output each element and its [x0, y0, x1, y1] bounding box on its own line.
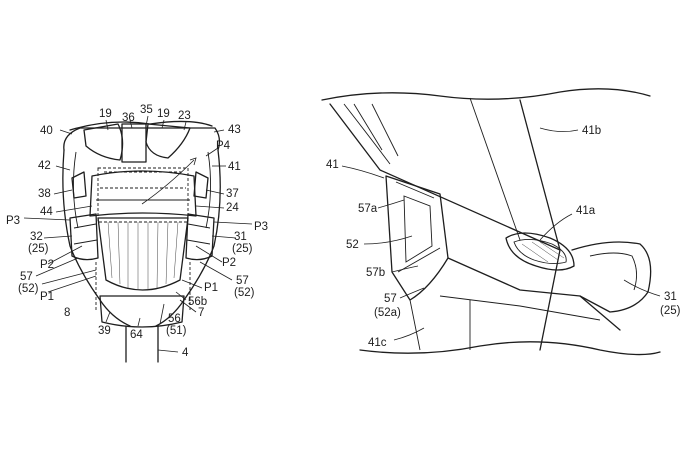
side-view-figure: [321, 88, 661, 356]
label-52a: (52a): [374, 307, 401, 319]
label-19b: 19: [157, 108, 170, 120]
cowl-ridge-1: [353, 103, 399, 157]
lower-cowl: [99, 295, 185, 328]
label-41c: 41c: [368, 337, 387, 349]
label-52-left: (52): [18, 283, 39, 295]
front-fork-stem: [125, 325, 159, 363]
label-56: 56: [168, 313, 181, 325]
label-24: 24: [226, 202, 239, 214]
winglet-right-31: [185, 213, 215, 261]
label-42: 42: [38, 160, 51, 172]
duct-opening-inner: [513, 239, 567, 265]
front-view-figure: [62, 120, 221, 363]
label-41: 41: [228, 161, 241, 173]
front-view-labels: 19 36 35 19 23 40 43 P4 42 41 38 37 44 2…: [6, 104, 268, 359]
label-P1-right: P1: [204, 282, 218, 294]
label-19a: 19: [99, 108, 112, 120]
duct-opening-41a: [505, 232, 575, 271]
lower-fairing-line-1: [439, 295, 601, 321]
break-line-bottom: [359, 341, 661, 356]
label-P2-left: P2: [40, 259, 54, 271]
label-41-side: 41: [326, 159, 339, 171]
winglet-left-vanes: [73, 223, 98, 245]
label-41b: 41b: [582, 125, 601, 137]
duct-shading: [521, 241, 565, 263]
label-31: 31: [234, 231, 247, 243]
winglet-vane-57a: [395, 181, 435, 199]
label-43: 43: [228, 124, 241, 136]
winglet-inner: [403, 195, 433, 263]
label-39: 39: [98, 325, 111, 337]
radiator-fins: [107, 221, 179, 290]
label-25-side: (25): [660, 305, 681, 317]
label-37: 37: [226, 188, 239, 200]
label-38: 38: [38, 188, 51, 200]
side-view-leaders: [341, 127, 661, 341]
label-25-left: (25): [28, 243, 49, 255]
side-duct-right-37: [193, 171, 209, 199]
label-52-right: (52): [234, 287, 255, 299]
fairing-outer-left: [62, 149, 131, 327]
label-P2-right: P2: [222, 257, 236, 269]
winglet-left-32: [69, 213, 99, 261]
label-25-right: (25): [232, 243, 253, 255]
panel-41b: [519, 99, 561, 351]
lower-cowl-dashed: [95, 262, 191, 310]
label-57b: 57b: [366, 267, 385, 279]
panel-41b-inner: [469, 97, 521, 241]
side-panel-right-41: [205, 151, 212, 229]
label-41a: 41a: [576, 205, 596, 217]
break-line-top: [321, 88, 651, 101]
label-57-left: 57: [20, 271, 33, 283]
label-23: 23: [178, 110, 191, 122]
upper-body-block-44: [89, 170, 197, 217]
label-7: 7: [198, 307, 204, 319]
cowl-inner-edge: [343, 103, 391, 165]
lower-fairing-line-2: [409, 299, 421, 351]
label-4: 4: [182, 347, 189, 359]
headlight-left: [83, 123, 124, 161]
radiator-core: [97, 217, 189, 291]
label-57-side: 57: [384, 293, 397, 305]
label-64: 64: [130, 329, 143, 341]
center-intake-35: [121, 123, 147, 163]
label-P4: P4: [216, 140, 231, 152]
label-51: (51): [166, 325, 187, 337]
side-duct-left-38: [71, 171, 87, 199]
label-52: 52: [346, 239, 359, 251]
label-57a: 57a: [358, 203, 378, 215]
front-view-leaders: [23, 115, 253, 353]
radiator-side-inner: [589, 252, 637, 291]
label-P3-left: P3: [6, 215, 20, 227]
internal-duct-dashed: [97, 167, 189, 223]
upper-cowl-slab: [329, 103, 561, 251]
winglet-vane-57b: [397, 247, 441, 273]
label-57-right: 57: [236, 275, 249, 287]
label-P3-right: P3: [254, 221, 268, 233]
label-56b: 56b: [188, 296, 207, 308]
label-P1-left: P1: [40, 291, 54, 303]
label-40: 40: [40, 125, 53, 137]
label-31-side: 31: [664, 291, 677, 303]
lower-fairing: [447, 257, 621, 331]
label-44: 44: [40, 206, 53, 218]
label-36: 36: [122, 112, 135, 124]
headlight-right: [145, 123, 191, 159]
fairing-outer-right: [155, 149, 221, 327]
winglet-body-52: [385, 175, 449, 301]
flow-arrow-p4-head: [189, 157, 197, 166]
side-view-labels: 41b 41 57a 41a 52 57b 57 (52a) 31 (25) 4…: [326, 125, 681, 349]
label-35: 35: [140, 104, 153, 116]
winglet-right-vanes: [186, 223, 211, 245]
label-32: 32: [30, 231, 43, 243]
label-8: 8: [64, 307, 70, 319]
flow-arrow-p4: [141, 159, 195, 205]
radiator-side-31: [571, 241, 652, 313]
